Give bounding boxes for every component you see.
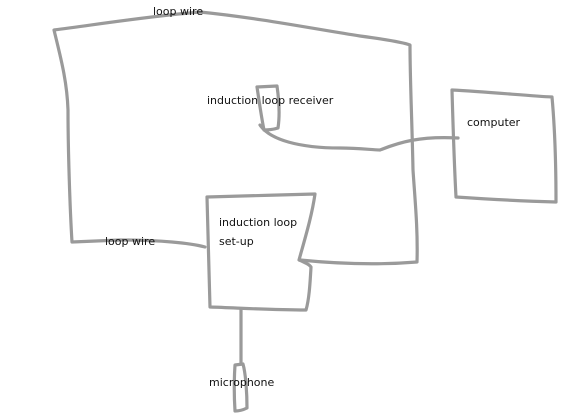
setup-label-line1: induction loop	[219, 216, 298, 229]
loop-wire-left-label: loop wire	[105, 235, 156, 248]
computer-box	[450, 88, 558, 204]
setup-box	[205, 192, 317, 312]
receiver-cable	[258, 123, 460, 152]
setup-label-line2: set-up	[219, 235, 254, 248]
receiver-label: induction loop receiver	[207, 94, 334, 107]
receiver-shape	[255, 84, 281, 132]
microphone-label: microphone	[209, 376, 275, 389]
loop-wire-outer	[52, 10, 419, 266]
loop-wire-top-label: loop wire	[153, 5, 204, 18]
computer-label: computer	[467, 116, 521, 129]
microphone-shape	[232, 362, 249, 413]
